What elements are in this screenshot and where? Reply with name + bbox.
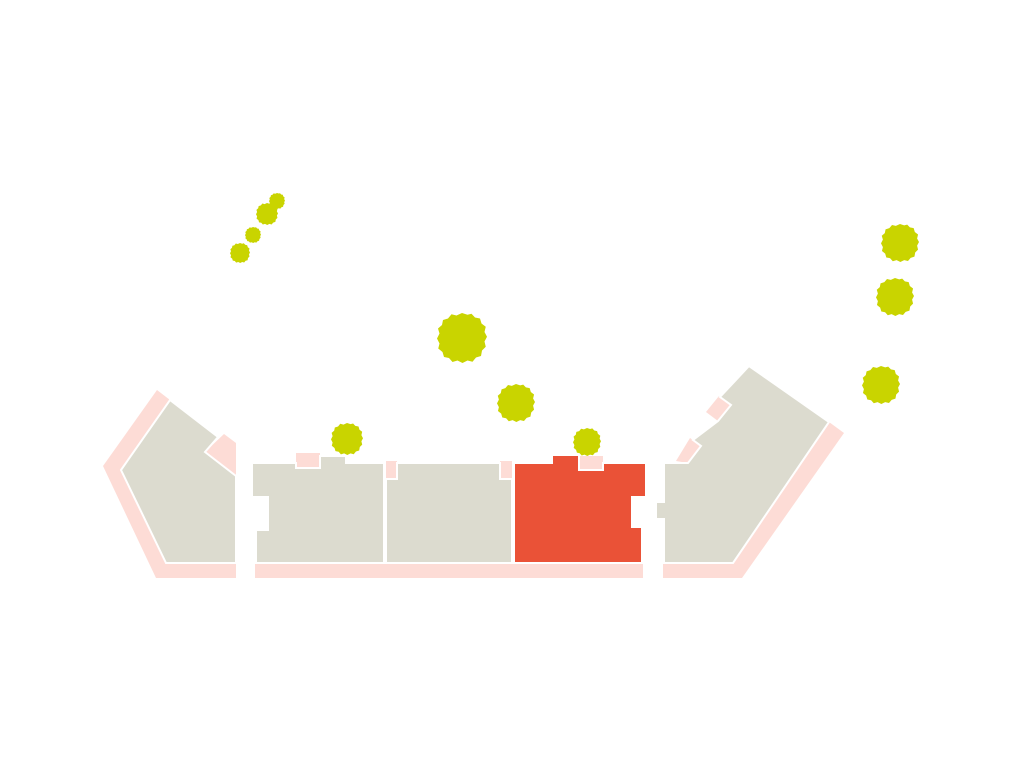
unit-2[interactable] [251, 455, 385, 564]
tree-icon [331, 423, 363, 455]
terrace-west-wing [103, 390, 236, 578]
terrace-east-wing-upper [706, 396, 731, 421]
terrace-unit-3-north-left [386, 461, 397, 479]
unit-4[interactable] [513, 454, 647, 564]
tree-icon [881, 224, 919, 262]
terrace-unit-2-north [296, 453, 320, 468]
tree-icon [497, 384, 535, 422]
tree-icon [876, 278, 914, 316]
tree-icon [230, 243, 250, 263]
tree-icon [573, 428, 601, 456]
tree-icon [862, 366, 900, 404]
terrace-east-wing-south [663, 422, 844, 578]
tree-icon [256, 203, 278, 225]
terrace-unit-4-north [579, 456, 603, 470]
units [119, 364, 831, 564]
unit-east-wing[interactable] [655, 364, 831, 564]
unit-west-wing[interactable] [119, 398, 237, 564]
terrace-south-strip [255, 563, 643, 578]
terraces [103, 390, 844, 578]
unit-3[interactable] [385, 462, 513, 564]
terrace-unit-3-north-right [500, 461, 512, 479]
terrace-east-wing-corner [676, 438, 701, 463]
terrace-west-wing-corner [205, 434, 236, 476]
tree-icon [437, 313, 487, 363]
tree-icon [245, 227, 261, 243]
